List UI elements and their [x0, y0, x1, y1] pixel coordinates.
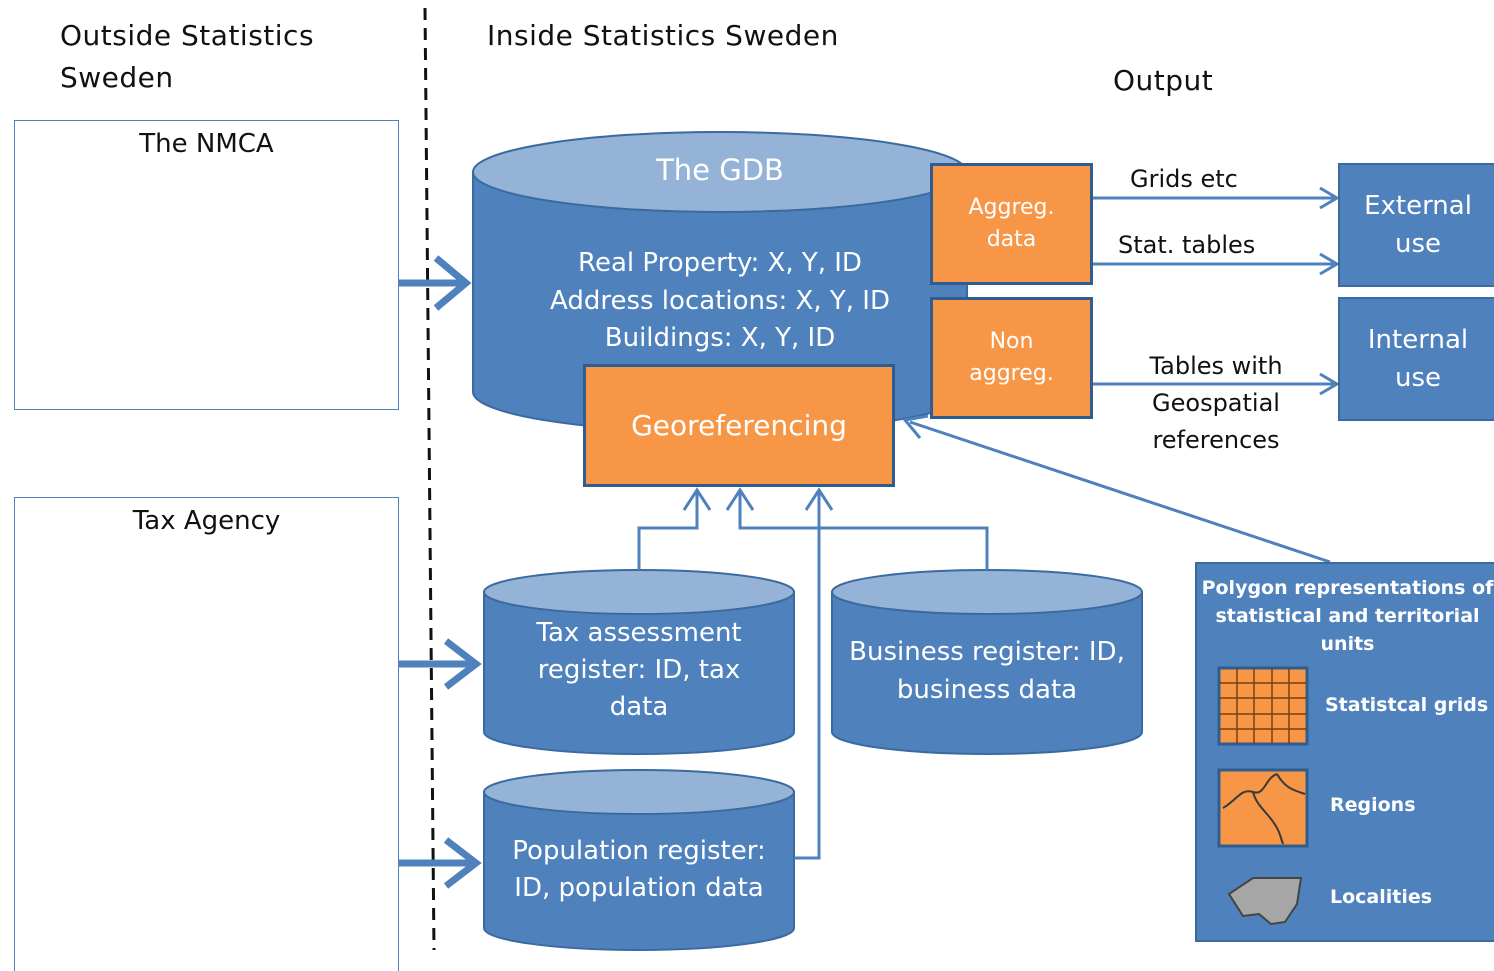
- register-to-georeferencing-connectors: [637, 487, 989, 860]
- nmca-title: The NMCA: [139, 129, 274, 159]
- tax-assessment-register-label: Tax assessment register: ID, tax data: [536, 618, 742, 722]
- nmca-frame: The NMCA: [14, 120, 399, 410]
- gdb-line-buildings: Buildings: X, Y, ID: [604, 323, 836, 353]
- legend-title: Polygon representations of statistical a…: [1201, 577, 1494, 655]
- tables-geospatial-label: Tables with Geospatial references: [1149, 352, 1283, 454]
- business-register-label: Business register: ID, business data: [849, 637, 1125, 705]
- external-use-box: External use: [1338, 163, 1494, 287]
- non-aggregated-box: Non aggreg.: [930, 297, 1093, 419]
- legend-label-grids: Statistcal grids: [1325, 694, 1489, 716]
- tax-agency-title: Tax Agency: [132, 506, 281, 536]
- legend-label-regions: Regions: [1330, 794, 1416, 816]
- georeferencing-box: Georeferencing: [583, 364, 895, 487]
- stat-tables-label: Stat. tables: [1118, 231, 1256, 259]
- legend-label-localities: Localities: [1330, 886, 1433, 908]
- real-property-register-label: Real Property Register: [119, 271, 295, 339]
- output-header: Output: [1113, 64, 1214, 97]
- gdb-title: The GDB: [656, 153, 784, 187]
- inside-header: Inside Statistics Sweden: [487, 19, 839, 52]
- internal-use-box: Internal use: [1338, 297, 1494, 421]
- outside-header: Outside Statistics Sweden: [60, 19, 315, 94]
- business-register-cylinder: [831, 569, 1143, 755]
- polygon-legend: Polygon representations of statistical a…: [1195, 562, 1494, 942]
- region-map-icon: [1217, 768, 1309, 848]
- tax-agency-frame: Tax Agency: [14, 497, 399, 971]
- tax-assessment-register-cylinder: [483, 569, 795, 755]
- tax-assessment-label: Tax assessment: [104, 655, 310, 685]
- aggregated-data-box: Aggreg. data: [930, 163, 1093, 285]
- legend-icons: [1217, 666, 1309, 926]
- grid-icon: [1217, 666, 1309, 746]
- boundary-dashed-line: [423, 7, 436, 951]
- output-arrows: [1093, 186, 1340, 396]
- population-register-label: Population register: ID, population data: [512, 836, 766, 903]
- population-registration-label: Population registration: [131, 836, 282, 904]
- locality-shape-icon: [1227, 877, 1303, 926]
- gdb-line-real-property: Real Property: X, Y, ID: [578, 248, 862, 278]
- grids-etc-label: Grids etc: [1130, 165, 1238, 193]
- gdb-line-address-locations: Address locations: X, Y, ID: [550, 286, 890, 316]
- population-register-cylinder: [483, 769, 795, 951]
- legend-to-georeferencing-connector: [902, 414, 1331, 564]
